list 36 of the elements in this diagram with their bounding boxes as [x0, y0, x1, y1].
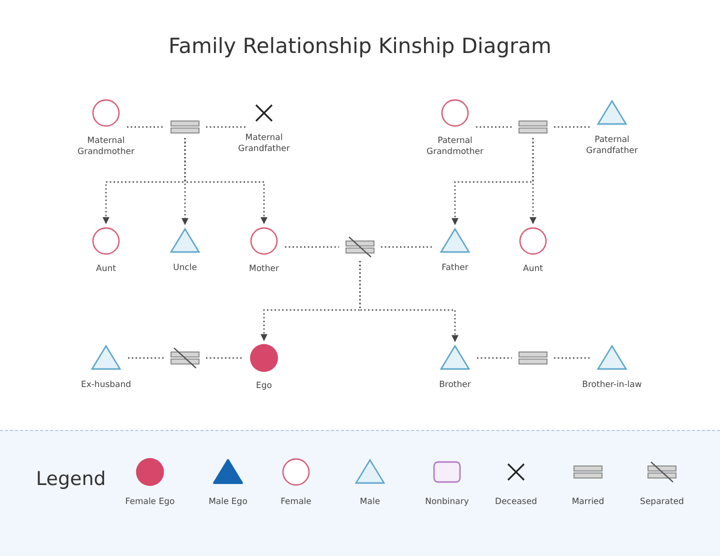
connector-line: [184, 138, 268, 224]
person-label: Maternal Grandfather: [237, 133, 291, 155]
connector-line: [381, 246, 433, 248]
person-label: Paternal Grandfather: [585, 135, 639, 157]
person-label: Aunt: [522, 264, 544, 275]
legend-title: Legend: [36, 468, 106, 490]
connector-line: [206, 126, 246, 128]
person-label: Ex-husband: [80, 380, 132, 391]
legend-label: Married: [572, 497, 604, 507]
connector-line: [476, 126, 512, 128]
connector-line: [285, 246, 339, 248]
person-label: Brother: [438, 380, 472, 391]
person-label: Aunt: [95, 264, 117, 275]
legend-label: Male Ego: [208, 497, 248, 507]
connector-line: [554, 126, 590, 128]
connector-line: [359, 261, 458, 342]
legend-label: Separated: [640, 497, 684, 507]
legend-label: Female: [280, 497, 312, 507]
person-label: Uncle: [172, 263, 198, 274]
person-label: Brother-in-law: [581, 380, 643, 391]
person-label: Ego: [255, 381, 273, 392]
connector-line: [554, 357, 590, 359]
legend-label: Male: [360, 497, 380, 507]
connector-line: [128, 357, 164, 359]
legend-label: Deceased: [495, 497, 537, 507]
person-label: Maternal Grandmother: [76, 136, 136, 158]
diagram-title: Family Relationship Kinship Diagram: [168, 34, 552, 58]
person-label: Father: [440, 263, 470, 274]
connector-line: [477, 357, 512, 359]
person-label: Mother: [248, 264, 280, 275]
person-label: Paternal Grandmother: [426, 136, 484, 158]
connector-line: [127, 126, 164, 128]
legend-label: Nonbinary: [425, 497, 469, 507]
connector-line: [530, 138, 536, 224]
connector-line: [206, 357, 243, 359]
legend-label: Female Ego: [125, 497, 175, 507]
